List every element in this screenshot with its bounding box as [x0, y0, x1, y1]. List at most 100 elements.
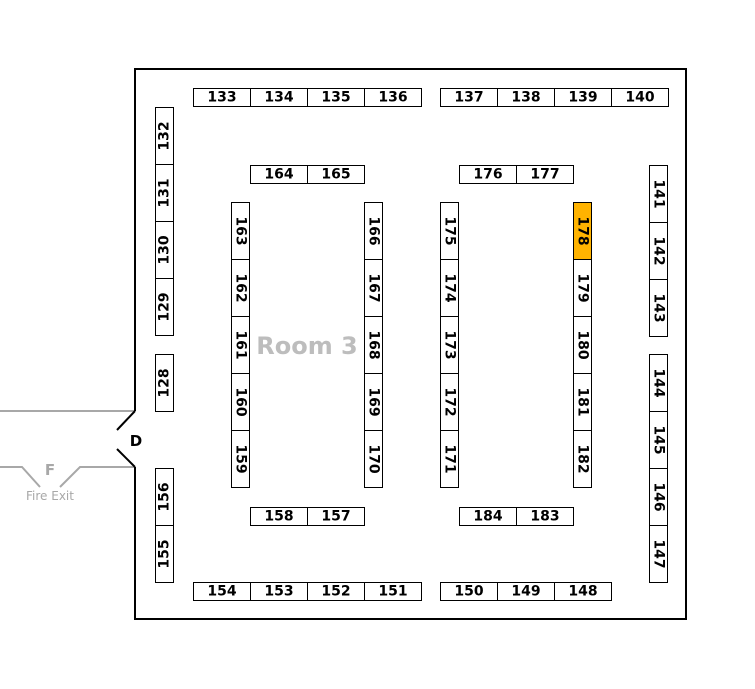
- booth-number: 159: [233, 444, 249, 473]
- booth-160[interactable]: 160: [231, 373, 250, 431]
- booth-184[interactable]: 184: [459, 507, 517, 526]
- booth-150[interactable]: 150: [440, 582, 498, 601]
- booth-180[interactable]: 180: [573, 316, 592, 374]
- booth-number: 149: [511, 584, 540, 600]
- booth-152[interactable]: 152: [307, 582, 365, 601]
- booth-number: 183: [530, 509, 559, 525]
- booth-166[interactable]: 166: [364, 202, 383, 260]
- booth-141[interactable]: 141: [649, 165, 668, 223]
- booth-174[interactable]: 174: [440, 259, 459, 317]
- booth-number: 147: [651, 539, 667, 568]
- booth-146[interactable]: 146: [649, 468, 668, 526]
- booth-169[interactable]: 169: [364, 373, 383, 431]
- fire-exit-letter: F: [45, 461, 55, 479]
- booth-151[interactable]: 151: [364, 582, 422, 601]
- booth-172[interactable]: 172: [440, 373, 459, 431]
- booth-156[interactable]: 156: [155, 468, 174, 526]
- booth-149[interactable]: 149: [497, 582, 555, 601]
- fire-exit-label[interactable]: Fire Exit: [26, 489, 74, 503]
- booth-number: 173: [442, 330, 458, 359]
- booth-129[interactable]: 129: [155, 278, 174, 336]
- door-label[interactable]: D: [130, 432, 142, 450]
- booth-box: [611, 88, 669, 107]
- booth-132[interactable]: 132: [155, 107, 174, 165]
- booth-148[interactable]: 148: [554, 582, 612, 601]
- booth-158[interactable]: 158: [250, 507, 308, 526]
- booth-157[interactable]: 157: [307, 507, 365, 526]
- booth-143[interactable]: 143: [649, 279, 668, 337]
- booth-box: [155, 354, 174, 412]
- booth-183[interactable]: 183: [516, 507, 574, 526]
- booth-number: 169: [366, 387, 382, 416]
- booth-number: 164: [264, 167, 293, 183]
- booth-163[interactable]: 163: [231, 202, 250, 260]
- booth-number: 155: [157, 539, 173, 568]
- booth-135[interactable]: 135: [307, 88, 365, 107]
- booth-168[interactable]: 168: [364, 316, 383, 374]
- booth-139[interactable]: 139: [554, 88, 612, 107]
- booth-number: 129: [157, 292, 173, 321]
- booth-130[interactable]: 130: [155, 221, 174, 279]
- booth-number: 157: [321, 509, 350, 525]
- booth-128[interactable]: 128: [155, 354, 174, 412]
- booth-147[interactable]: 147: [649, 525, 668, 583]
- booth-number: 181: [575, 387, 591, 416]
- booth-number: 135: [321, 90, 350, 106]
- booth-155[interactable]: 155: [155, 525, 174, 583]
- booth-number: 148: [568, 584, 597, 600]
- booth-number: 167: [366, 273, 382, 302]
- booth-167[interactable]: 167: [364, 259, 383, 317]
- booth-175[interactable]: 175: [440, 202, 459, 260]
- booth-number: 153: [264, 584, 293, 600]
- booth-178[interactable]: 178: [573, 202, 592, 260]
- booth-box: [307, 507, 365, 526]
- booth-box: [573, 430, 592, 488]
- booth-145[interactable]: 145: [649, 411, 668, 469]
- booth-179[interactable]: 179: [573, 259, 592, 317]
- booth-number: 136: [378, 90, 407, 106]
- booth-number: 163: [233, 216, 249, 245]
- booth-154[interactable]: 154: [193, 582, 251, 601]
- booth-number: 154: [207, 584, 236, 600]
- booth-182[interactable]: 182: [573, 430, 592, 488]
- booth-144[interactable]: 144: [649, 354, 668, 412]
- booth-box: [307, 165, 365, 184]
- booth-142[interactable]: 142: [649, 222, 668, 280]
- booth-153[interactable]: 153: [250, 582, 308, 601]
- booth-181[interactable]: 181: [573, 373, 592, 431]
- exterior-corridor: [0, 410, 135, 488]
- booth-159[interactable]: 159: [231, 430, 250, 488]
- booth-177[interactable]: 177: [516, 165, 574, 184]
- booth-161[interactable]: 161: [231, 316, 250, 374]
- booth-number: 130: [157, 235, 173, 264]
- booth-170[interactable]: 170: [364, 430, 383, 488]
- booth-box: [516, 165, 574, 184]
- booth-134[interactable]: 134: [250, 88, 308, 107]
- booth-131[interactable]: 131: [155, 164, 174, 222]
- booth-136[interactable]: 136: [364, 88, 422, 107]
- booth-171[interactable]: 171: [440, 430, 459, 488]
- booth-number: 158: [264, 509, 293, 525]
- booth-number: 139: [568, 90, 597, 106]
- booth-box: [649, 279, 668, 337]
- booth-165[interactable]: 165: [307, 165, 365, 184]
- booth-number: 180: [575, 330, 591, 359]
- booth-137[interactable]: 137: [440, 88, 498, 107]
- booth-162[interactable]: 162: [231, 259, 250, 317]
- booth-164[interactable]: 164: [250, 165, 308, 184]
- booth-number: 170: [366, 444, 382, 473]
- booth-176[interactable]: 176: [459, 165, 517, 184]
- booth-number: 141: [651, 179, 667, 208]
- booth-box: [516, 507, 574, 526]
- booth-number: 128: [157, 368, 173, 397]
- booth-133[interactable]: 133: [193, 88, 251, 107]
- booth-number: 168: [366, 330, 382, 359]
- booth-number: 132: [157, 121, 173, 150]
- booth-number: 133: [207, 90, 236, 106]
- booth-173[interactable]: 173: [440, 316, 459, 374]
- booth-number: 131: [157, 178, 173, 207]
- booth-140[interactable]: 140: [611, 88, 669, 107]
- booth-138[interactable]: 138: [497, 88, 555, 107]
- booth-number: 166: [366, 216, 382, 245]
